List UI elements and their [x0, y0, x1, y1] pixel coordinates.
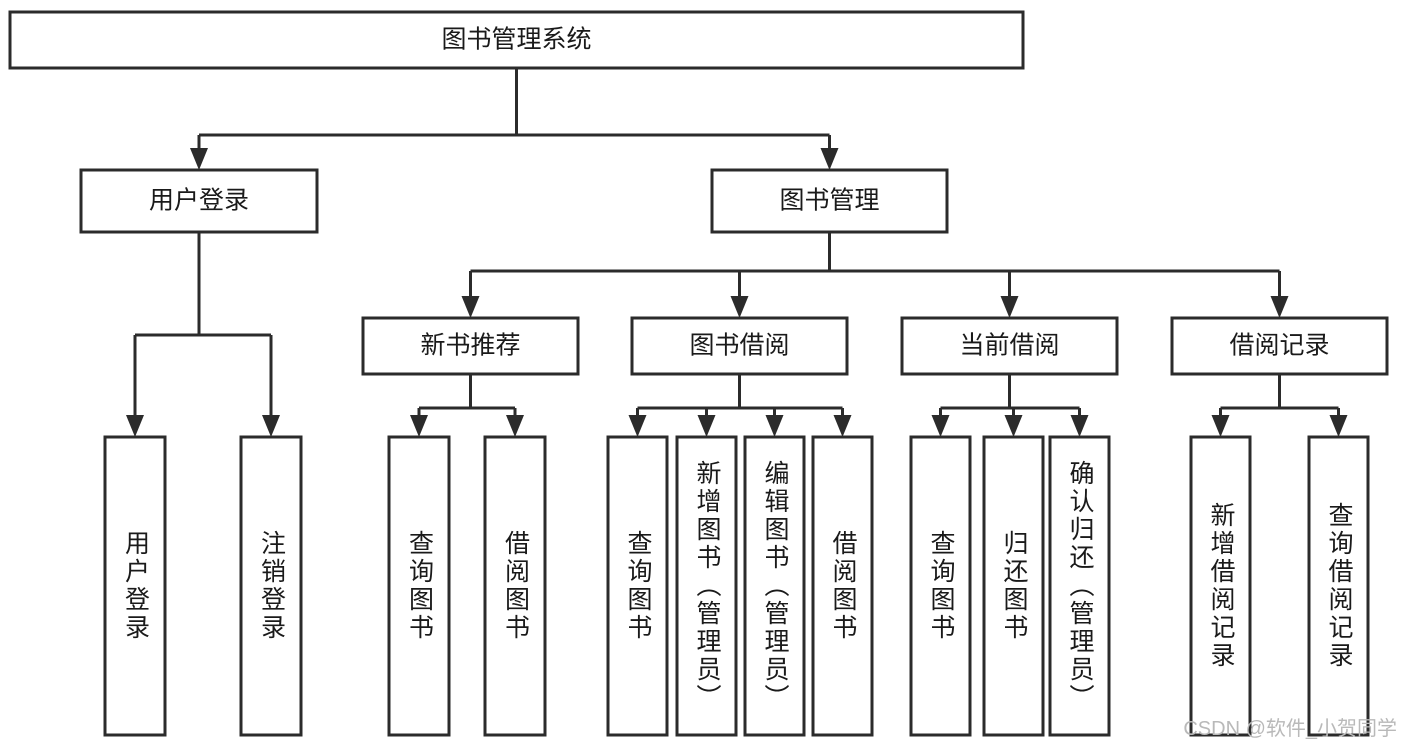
node-box-leaf-0[interactable]	[103, 435, 167, 737]
connector-group	[126, 68, 1348, 437]
node-box-leaf-8[interactable]	[909, 435, 972, 737]
node-box-l3-1[interactable]	[630, 316, 849, 376]
arrow-head-icon	[765, 415, 784, 437]
node-box-leaf-1[interactable]	[239, 435, 303, 737]
node-box-group	[8, 10, 1389, 737]
arrow-head-icon	[1000, 296, 1019, 318]
node-box-l3-3[interactable]	[1170, 316, 1389, 376]
arrow-head-icon	[1004, 415, 1023, 437]
arrow-head-icon	[1270, 296, 1289, 318]
node-box-leaf-7[interactable]	[811, 435, 874, 737]
node-label-l3-3: 借阅记录	[1229, 332, 1329, 360]
node-box-root[interactable]	[8, 10, 1025, 70]
node-box-leaf-5[interactable]	[675, 435, 738, 737]
arrow-head-icon	[697, 415, 716, 437]
node-box-leaf-3[interactable]	[483, 435, 547, 737]
node-box-l3-2[interactable]	[900, 316, 1119, 376]
arrow-head-icon	[833, 415, 852, 437]
arrow-head-icon	[931, 415, 950, 437]
arrow-head-icon	[190, 148, 208, 170]
arrow-head-icon	[262, 415, 280, 437]
node-label-l3-2: 当前借阅	[959, 332, 1059, 360]
node-label-root: 图书管理系统	[441, 26, 591, 54]
node-box-l2-0[interactable]	[79, 168, 319, 234]
node-label-l2-0: 用户登录	[149, 187, 249, 215]
node-box-leaf-10[interactable]	[1048, 435, 1111, 737]
node-box-leaf-9[interactable]	[982, 435, 1045, 737]
node-box-leaf-11[interactable]	[1189, 435, 1252, 737]
node-label-l3-0: 新书推荐	[420, 332, 520, 360]
arrow-head-icon	[410, 415, 428, 437]
arrow-head-icon	[1329, 415, 1348, 437]
arrow-head-icon	[628, 415, 647, 437]
node-box-leaf-4[interactable]	[606, 435, 669, 737]
watermark-text: CSDN @软件_小贺同学	[1183, 718, 1397, 740]
arrow-head-icon	[1070, 415, 1089, 437]
node-box-leaf-12[interactable]	[1307, 435, 1370, 737]
node-box-leaf-2[interactable]	[387, 435, 451, 737]
arrow-head-icon	[730, 296, 749, 318]
node-box-l2-1[interactable]	[710, 168, 949, 234]
node-label-l3-1: 图书借阅	[689, 332, 789, 360]
arrow-head-icon	[820, 148, 839, 170]
arrow-head-icon	[126, 415, 144, 437]
node-box-l3-0[interactable]	[361, 316, 580, 376]
arrow-head-icon	[461, 296, 480, 318]
node-label-l2-1: 图书管理	[779, 187, 879, 215]
arrow-head-icon	[1211, 415, 1230, 437]
node-box-leaf-6[interactable]	[743, 435, 806, 737]
arrow-head-icon	[506, 415, 524, 437]
